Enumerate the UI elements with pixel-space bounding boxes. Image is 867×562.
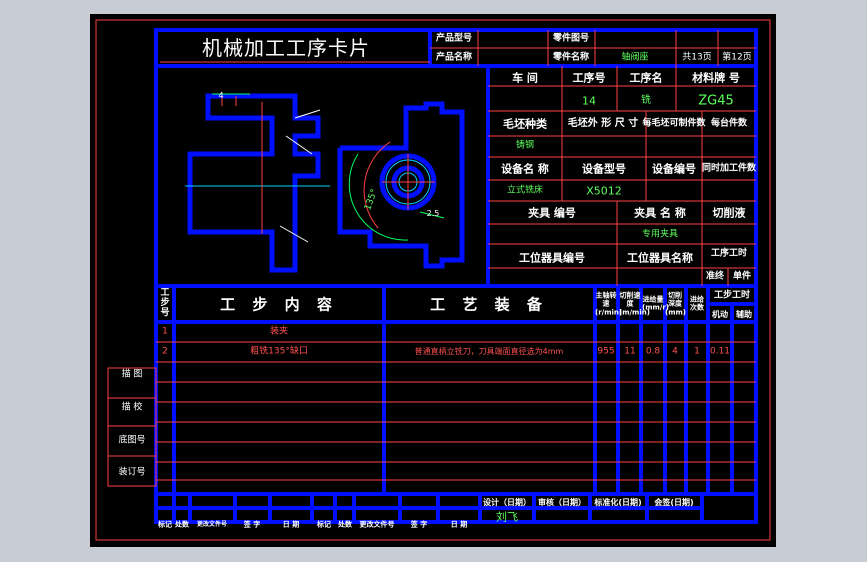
page-number: 第12页 <box>722 52 752 63</box>
footer-change-doc-2: 更改文件号 <box>359 520 395 529</box>
card-frame <box>95 19 771 541</box>
station-tool-name-label: 工位器具名称 <box>627 251 693 265</box>
col-depth: 切削深度(mm) <box>665 291 686 317</box>
equip-model-label: 设备型号 <box>582 162 626 176</box>
footer-change-doc-1: 更改文件号 <box>196 521 228 528</box>
col-feed: 进给量(mm/r) <box>642 295 669 312</box>
col-step-no: 工步号 <box>160 288 170 318</box>
blank-size-label: 毛坯外 形 尺 寸 <box>567 118 639 129</box>
footer-place-2: 处数 <box>338 520 352 529</box>
col-time: 工步工时 <box>713 290 751 301</box>
op-time-label: 工序工时 <box>710 248 748 259</box>
fixture-no-label: 夹具 编号 <box>528 206 576 220</box>
footer-review: 审核（日期） <box>538 498 586 507</box>
fixture-name-value: 专用夹具 <box>641 229 679 240</box>
op-name-value: 铣 <box>641 95 651 106</box>
workshop-label: 车 间 <box>512 71 538 85</box>
step-no: 2 <box>162 346 168 357</box>
fixture-name-label: 夹具 名 称 <box>634 206 686 220</box>
footer-mark-2: 标记 <box>317 520 331 529</box>
op-no-value: 14 <box>582 94 596 108</box>
equip-no-label: 设备编号 <box>652 162 696 176</box>
per-blank-label: 每毛坯可制件数 <box>642 118 706 129</box>
footer-standard: 标准化(日期) <box>594 498 642 507</box>
side-check: 描 校 <box>121 402 143 413</box>
drawing-canvas: 机械加工工序卡片 产品型号 产品名称 零件图号 零件名称 轴阀座 共13页 第1… <box>90 14 776 547</box>
per-unit-label: 每台件数 <box>710 118 748 129</box>
blank-type-value: 铸钢 <box>515 140 535 151</box>
dim-small: 4 <box>218 91 224 100</box>
total-pages: 共13页 <box>682 52 712 63</box>
footer-sign-2: 签 字 <box>410 520 428 529</box>
material-label: 材料牌 号 <box>692 71 740 85</box>
coolant-label: 切削液 <box>712 206 746 220</box>
step-speed: 11 <box>624 346 636 357</box>
footer-design: 设计（日期） <box>483 498 531 507</box>
step-time: 0.11 <box>709 346 731 357</box>
op-name-label: 工序名 <box>629 71 663 85</box>
part-drawing <box>185 93 465 273</box>
step-feed: 0.8 <box>645 346 661 357</box>
equip-model-value: X5012 <box>586 184 622 198</box>
designer-name: 刘飞 <box>496 510 518 524</box>
side-trace: 描 图 <box>121 369 143 380</box>
col-spindle: 主轴转速(r/min) <box>595 291 623 317</box>
simul-label: 同时加工件数 <box>701 163 757 174</box>
step-passes: 1 <box>694 346 700 357</box>
station-tool-no-label: 工位器具编号 <box>519 251 585 265</box>
col-aux: 辅助 <box>736 310 752 319</box>
part-name-label: 零件名称 <box>552 52 590 63</box>
col-cut-speed: 切削速度(m/min) <box>619 291 650 317</box>
footer-date-2: 日 期 <box>450 520 468 529</box>
equip-name-label: 设备名 称 <box>501 162 549 176</box>
equip-name-value: 立式铣床 <box>506 185 544 196</box>
step-no: 1 <box>162 326 168 337</box>
dim-right: 2.5 <box>426 209 440 218</box>
part-drawing-no-label: 零件图号 <box>552 33 590 44</box>
footer-date-1: 日 期 <box>282 520 300 529</box>
col-equipment: 工 艺 装 备 <box>430 295 548 314</box>
col-machine: 机动 <box>712 310 728 319</box>
col-content: 工 步 内 容 <box>220 295 338 314</box>
footer-countersign: 会签(日期) <box>654 498 694 507</box>
op-no-label: 工序号 <box>572 71 606 85</box>
card-title: 机械加工工序卡片 <box>202 36 370 60</box>
side-binding-no: 装订号 <box>118 467 146 478</box>
part-name-value: 轴阀座 <box>621 52 649 63</box>
material-value: ZG45 <box>698 93 734 109</box>
product-name-label: 产品名称 <box>435 52 473 63</box>
blank-type-label: 毛坯种类 <box>503 117 547 131</box>
step-equipment: 普通直柄立铣刀，刀具端面直径选为4mm <box>414 347 564 356</box>
step-depth: 4 <box>672 346 678 357</box>
col-passes: 进给次数 <box>690 295 704 312</box>
step-content: 装夹 <box>269 326 289 337</box>
footer-mark-1: 标记 <box>158 520 172 529</box>
prep-end-label: 准终 <box>705 271 725 282</box>
side-base-no: 底图号 <box>118 435 146 446</box>
unit-label: 单件 <box>732 271 752 282</box>
footer-sign-1: 签 字 <box>243 520 261 529</box>
step-content: 粗铣135°缺口 <box>250 346 308 357</box>
product-model-label: 产品型号 <box>435 33 473 44</box>
step-spindle: 955 <box>597 346 615 357</box>
footer-place-1: 处数 <box>175 520 189 529</box>
